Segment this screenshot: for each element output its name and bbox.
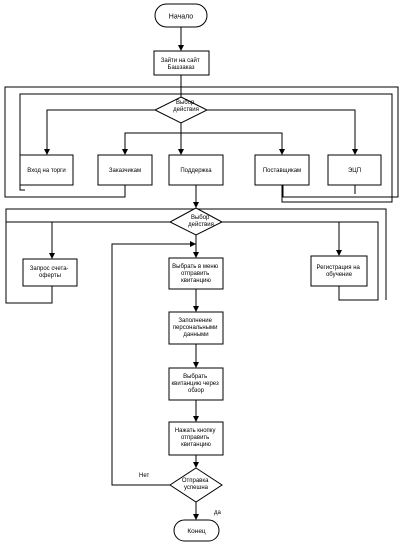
visit-site-line: Зайти на сайт	[161, 57, 200, 64]
svg-text:Отправка успешна: Отправка успешна	[182, 478, 210, 491]
eds-node: ЭЦП	[327, 154, 382, 186]
support-node: Поддержка	[168, 154, 224, 186]
browse-receipt-line: обзор	[188, 388, 205, 394]
end-node: Конец	[173, 519, 220, 542]
arrowhead	[190, 241, 196, 247]
edge-label-yes: да	[214, 510, 222, 516]
edge-frame-inner	[19, 93, 393, 150]
arrowhead	[44, 149, 50, 155]
press-send-button-node: Нажать кнопку отправить квитанцию	[168, 421, 224, 456]
arrowhead	[178, 45, 184, 51]
press-send-button-line: Нажать кнопку	[175, 428, 216, 434]
choose-action-1-line: действия	[173, 106, 199, 113]
fill-personal-data-line: персональными	[173, 325, 218, 331]
browse-receipt-line: Выбрать	[183, 374, 207, 380]
fill-personal-data-node: Заполнение персональными данными	[168, 311, 224, 345]
edge-suppliers-return	[281, 140, 393, 203]
svg-text:Выбор действия: Выбор действия	[173, 100, 199, 113]
fill-personal-data-line: данными	[183, 332, 208, 338]
invoice-request-node: Запрос счета- оферты	[22, 258, 78, 287]
edge-loop-outer	[4, 86, 181, 198]
edge-d1-suppliers	[181, 132, 283, 153]
training-registration-line: Регистрация на	[316, 265, 360, 271]
arrowhead	[193, 202, 199, 208]
trade-login-node: Вход на торги	[19, 154, 74, 186]
suppliers-node: Поставщикам	[254, 154, 310, 186]
visit-site-line: Башзаказ	[168, 65, 195, 71]
edge-label-no: Нет	[139, 473, 149, 479]
training-registration-node: Регистрация на обучение	[310, 255, 368, 287]
press-send-button-line: отправить	[181, 435, 209, 441]
visit-site-node: Зайти на сайт Башзаказ	[153, 50, 210, 76]
svg-text:Запрос счета- оферты: Запрос счета- оферты	[30, 266, 70, 279]
browse-receipt-line: квитанцию через	[172, 381, 219, 387]
select-send-receipt-line: Выбрать в меню	[172, 264, 218, 270]
arrowhead	[193, 416, 199, 422]
choose-action-decision-2: Выбор действия	[168, 207, 224, 236]
eds-label: ЭЦП	[348, 168, 361, 174]
arrowhead	[279, 149, 285, 155]
sent-successfully-line: Отправка	[182, 478, 209, 484]
training-registration-line: обучение	[326, 272, 353, 278]
choose-action-2-line: Выбор	[191, 215, 210, 221]
sent-successfully-line: успешна	[184, 485, 209, 491]
choose-action-decision-1: Выбор действия	[153, 96, 209, 124]
arrowhead	[49, 253, 55, 259]
support-label: Поддержка	[180, 168, 212, 174]
fill-personal-data-line: Заполнение	[178, 318, 212, 324]
edge-d2-left	[51, 221, 170, 257]
suppliers-label: Поставщикам	[263, 168, 301, 174]
press-send-button-line: квитанцию	[181, 442, 211, 448]
select-send-receipt-line: отправить	[181, 271, 209, 277]
start-node: Начало	[154, 3, 208, 28]
invoice-request-line: Запрос счета-	[30, 266, 69, 272]
arrowhead	[352, 149, 358, 155]
flow-edges	[4, 27, 399, 520]
edge-d1-right	[207, 109, 356, 153]
edge-d2-right	[222, 221, 340, 254]
customers-node: Заказчикам	[97, 154, 153, 186]
edge-d1-left	[46, 109, 155, 153]
svg-text:Нажать кнопку отправить: Нажать кнопку отправить квитанцию	[175, 428, 217, 448]
arrowhead	[193, 306, 199, 312]
start-label: Начало	[169, 14, 193, 21]
invoice-request-line: оферты	[39, 273, 61, 279]
svg-text:Заполнение персональными: Заполнение персональными данными	[173, 318, 219, 338]
edge-d1-customers	[124, 132, 181, 153]
arrowhead	[193, 462, 199, 468]
svg-text:Регистрация на обучение: Регистрация на обучение	[316, 265, 361, 278]
select-send-receipt-line: квитанцию	[181, 278, 211, 284]
sent-successfully-decision: Отправка успешна	[169, 467, 223, 503]
svg-text:Выбрать квитанцию через: Выбрать квитанцию через обзор	[172, 374, 221, 394]
edge-loop-outer-right	[181, 86, 399, 198]
svg-text:Зайти на сайт Башзаказ: Зайти на сайт Башзаказ	[161, 57, 202, 71]
svg-text:Выбор действия: Выбор действия	[188, 215, 214, 228]
arrowhead	[193, 362, 199, 368]
trade-login-label: Вход на торги	[27, 168, 65, 174]
svg-text:Выбрать в меню отправить: Выбрать в меню отправить квитанцию	[172, 264, 220, 284]
arrowhead	[193, 514, 199, 520]
select-send-receipt-node: Выбрать в меню отправить квитанцию	[168, 257, 224, 290]
arrowhead	[122, 149, 128, 155]
browse-receipt-node: Выбрать квитанцию через обзор	[168, 367, 224, 401]
arrowhead	[336, 250, 342, 256]
arrowhead	[178, 149, 184, 155]
choose-action-2-line: действия	[188, 221, 214, 228]
customers-label: Заказчикам	[109, 168, 141, 174]
end-label: Конец	[187, 528, 206, 535]
arrowhead	[193, 252, 199, 258]
edge-no-loop	[111, 243, 196, 486]
choose-action-1-line: Выбор	[176, 100, 195, 106]
